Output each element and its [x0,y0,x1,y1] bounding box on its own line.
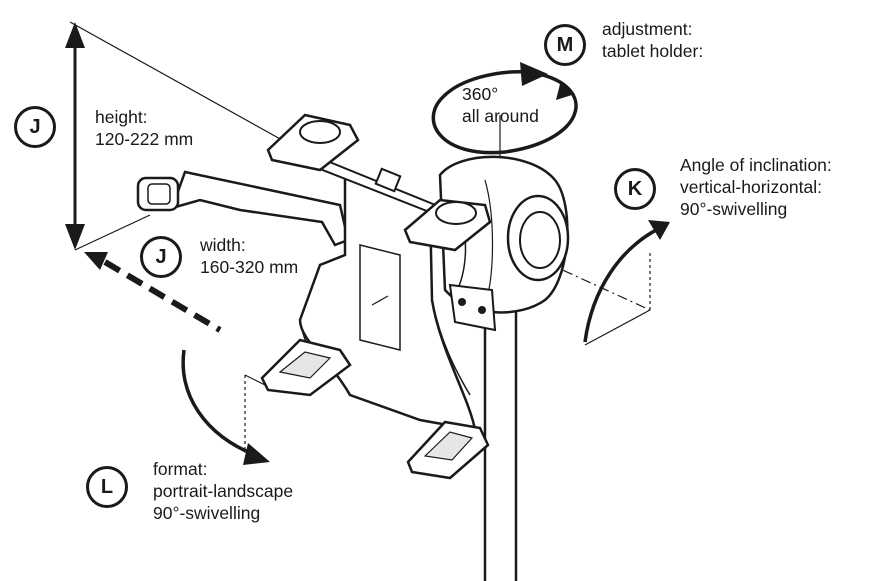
rotation-text: all around [462,106,539,126]
rotation-ellipse [431,62,578,155]
rotation-label: 360° all around [462,83,539,127]
badge-adjustment-m: M [544,24,586,66]
bottom-left-clamp [260,338,352,397]
inclination-swivel: 90°-swivelling [680,199,788,219]
height-dimension-arrow [65,21,301,251]
badge-height-j: J [14,106,56,148]
width-label: width: 160-320 mm [200,234,298,278]
swivel-housing [438,155,570,332]
bottom-right-clamp [406,420,490,480]
rotation-degrees: 360° [462,84,499,104]
height-range: 120-222 mm [95,129,194,149]
format-label: format: portrait-landscape 90°-swivellin… [153,458,293,524]
adjustment-title: adjustment: [602,19,693,39]
adjustment-subtitle: tablet holder: [602,41,704,61]
badge-inclination-k: K [614,168,656,210]
format-title: format: [153,459,208,479]
format-orientation: portrait-landscape [153,481,294,501]
height-title: height: [95,107,148,127]
inclination-arc [544,220,670,346]
top-right-clamp [403,198,492,252]
width-title: width: [200,235,246,255]
badge-width-j: J [140,236,182,278]
adjustment-label: adjustment: tablet holder: [602,18,703,62]
inclination-label: Angle of inclination: vertical-horizonta… [680,154,832,220]
format-swivel: 90°-swivelling [153,503,261,523]
width-dimension-arrow [84,252,222,333]
badge-format-l: L [86,466,128,508]
width-range: 160-320 mm [200,257,299,277]
height-label: height: 120-222 mm [95,106,193,150]
format-arc [181,349,270,465]
inclination-range: vertical-horizontal: [680,177,822,197]
inclination-title: Angle of inclination: [680,155,832,175]
top-left-clamp [266,113,360,172]
side-extension-arm [136,170,350,247]
